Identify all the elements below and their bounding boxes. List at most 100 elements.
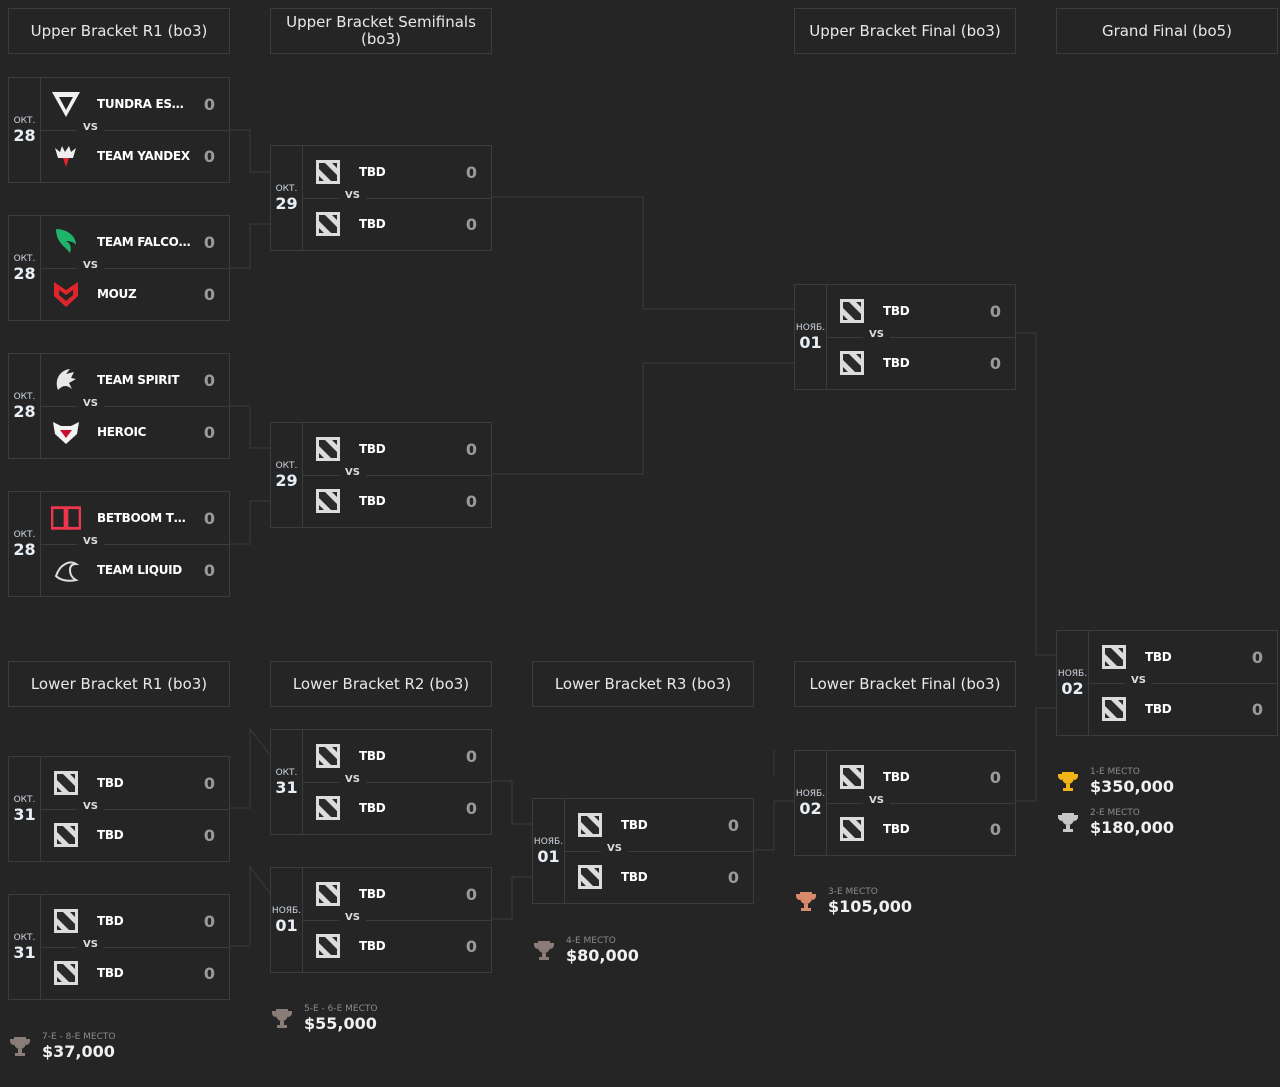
- match-day: 01: [275, 915, 298, 935]
- match-month: ОКТ.: [275, 767, 298, 778]
- dota-logo-icon: [313, 879, 343, 909]
- team-score: 0: [203, 284, 215, 304]
- team-name: TBD: [359, 887, 386, 901]
- team-row[interactable]: TBD 0: [303, 423, 491, 476]
- team-score: 0: [465, 214, 477, 234]
- team-score: 0: [989, 819, 1001, 839]
- team-score: 0: [203, 146, 215, 166]
- prize-place: 3-Е МЕСТО: [828, 887, 878, 897]
- falcons-logo-icon: [51, 227, 81, 257]
- match-day: 29: [275, 193, 298, 213]
- dota-logo-icon: [1099, 642, 1129, 672]
- match-day: 31: [13, 804, 36, 824]
- betboom-logo-icon: [51, 503, 81, 533]
- header-ub-f: Upper Bracket Final (bo3): [794, 8, 1016, 54]
- prize-place: 1-Е МЕСТО: [1090, 767, 1140, 777]
- team-name: HEROIC: [97, 425, 147, 439]
- dota-logo-icon: [837, 814, 867, 844]
- team-score: 0: [989, 353, 1001, 373]
- match-month: НОЯБ.: [795, 788, 826, 799]
- team-name: TBD: [359, 801, 386, 815]
- team-name: TEAM LIQUID: [97, 563, 182, 577]
- header-lb-r1: Lower Bracket R1 (bo3): [8, 661, 230, 707]
- team-score: 0: [727, 815, 739, 835]
- match-date: ОКТ.28: [9, 216, 41, 320]
- dota-logo-icon: [313, 486, 343, 516]
- team-row[interactable]: TBD 0: [827, 337, 1015, 389]
- team-score: 0: [203, 370, 215, 390]
- team-row[interactable]: TBD 0: [303, 868, 491, 921]
- team-name: TBD: [359, 494, 386, 508]
- team-name: TBD: [97, 914, 124, 928]
- team-row[interactable]: TBD 0: [827, 751, 1015, 804]
- match-date: ОКТ.29: [271, 423, 303, 527]
- vs-label: VS: [601, 843, 628, 854]
- team-row[interactable]: BETBOOM TEAM0: [41, 492, 229, 545]
- match-month: НОЯБ.: [271, 905, 302, 916]
- prize-p2: 2-Е МЕСТО$180,000: [1056, 808, 1174, 837]
- team-name: TBD: [883, 770, 910, 784]
- prize-place: 2-Е МЕСТО: [1090, 808, 1140, 818]
- match-date: НОЯБ.01: [795, 285, 827, 389]
- team-name: TBD: [883, 356, 910, 370]
- prize-amount: $55,000: [304, 1014, 377, 1033]
- match-month: ОКТ.: [13, 115, 36, 126]
- match-day: 29: [275, 470, 298, 490]
- dota-logo-icon: [313, 931, 343, 961]
- trophy-icon: [794, 890, 818, 914]
- prize-amount: $105,000: [828, 897, 913, 916]
- team-score: 0: [989, 767, 1001, 787]
- vs-label: VS: [863, 795, 890, 806]
- team-name: TBD: [359, 442, 386, 456]
- team-score: 0: [465, 884, 477, 904]
- vs-label: VS: [77, 801, 104, 812]
- match-month: ОКТ.: [13, 253, 36, 264]
- dota-logo-icon: [51, 958, 81, 988]
- dota-logo-icon: [51, 768, 81, 798]
- team-name: TEAM FALCONS: [97, 235, 191, 249]
- team-row[interactable]: TUNDRA ESPO...0: [41, 78, 229, 131]
- match-date: НОЯБ.02: [795, 751, 827, 855]
- team-score: 0: [465, 439, 477, 459]
- match-month: НОЯБ.: [533, 836, 564, 847]
- vs-label: VS: [339, 774, 366, 785]
- team-score: 0: [989, 301, 1001, 321]
